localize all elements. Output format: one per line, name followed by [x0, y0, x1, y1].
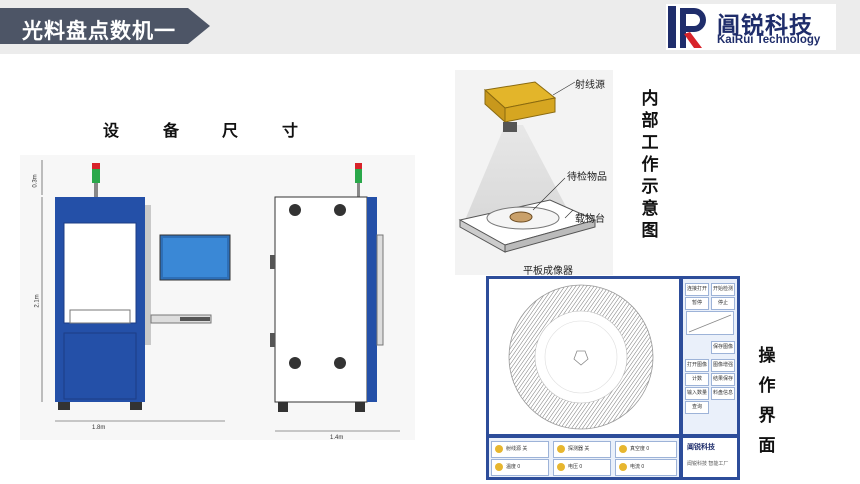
detector-label: 平板成像器	[523, 266, 573, 277]
stop-button[interactable]: 停止	[711, 297, 735, 310]
reel-xray-image	[508, 284, 654, 430]
histogram-curve-icon	[688, 314, 732, 333]
status-dot-icon	[495, 444, 503, 453]
equipment-drawing	[20, 155, 415, 440]
interface-footer-text: 阊锐科技 智能工厂	[687, 461, 729, 467]
save-result-button[interactable]: 结果保存	[711, 373, 735, 386]
internal-diagram	[455, 70, 613, 275]
status-dot-icon	[495, 462, 503, 471]
company-logo	[666, 4, 836, 50]
reel-info-button[interactable]: 料盘信息	[711, 387, 735, 400]
logo-name-en: KaiRui Technology	[717, 34, 821, 46]
operation-interface: 连接打开 开始检测 暂停 停止 保存图像 打开图像 图像增强 计数 结果保存 输…	[486, 276, 740, 480]
input-qty-button[interactable]: 输入数量	[685, 387, 709, 400]
front-width-label: 1.8m	[92, 425, 106, 431]
internal-heading-char: 工	[641, 133, 659, 152]
status-bar: 射线源 关 探测器 关 真空度 0 温度 0 电压 0 电流 0	[489, 438, 679, 477]
interface-logo-text: 阊锐科技	[687, 444, 715, 451]
dimensions-heading-char: 寸	[282, 123, 299, 140]
status-item: 电压 0	[553, 459, 611, 476]
logo-name-cn: 阊锐科技	[717, 12, 813, 38]
operation-heading-char: 操	[758, 346, 776, 365]
inspection-image-viewport	[489, 279, 679, 434]
enhance-button[interactable]: 图像增强	[711, 359, 735, 372]
dimensions-heading-char: 设	[103, 123, 120, 140]
status-item: 温度 0	[491, 459, 549, 476]
start-button[interactable]: 开始检测	[711, 283, 735, 296]
status-dot-icon	[557, 462, 565, 471]
dimensions-heading-char: 尺	[222, 123, 239, 140]
status-item: 射线源 关	[491, 441, 549, 458]
internal-heading-char: 作	[641, 155, 659, 174]
status-item: 真空度 0	[615, 441, 677, 458]
internal-heading-char: 部	[641, 111, 659, 130]
histogram-preview	[686, 311, 734, 335]
operation-heading-char: 界	[758, 406, 776, 425]
operation-heading-char: 面	[758, 436, 776, 455]
top-label: 0.3m	[32, 174, 39, 188]
inspected-object-label: 待检物品	[567, 172, 607, 183]
stage-label: 载物台	[575, 214, 605, 225]
kairui-logo-icon	[668, 6, 706, 48]
open-image-button[interactable]: 打开图像	[685, 359, 709, 372]
internal-heading-char: 内	[641, 89, 659, 108]
operation-heading: 操 作 界 面	[757, 345, 777, 457]
status-dot-icon	[619, 444, 627, 453]
connect-button[interactable]: 连接打开	[685, 283, 709, 296]
dimensions-heading-char: 备	[163, 123, 180, 140]
status-dot-icon	[619, 462, 627, 471]
slide-title: 光料盘点数机一	[22, 20, 176, 43]
operation-heading-char: 作	[758, 376, 776, 395]
side-width-label: 1.4m	[330, 435, 344, 441]
internal-heading: 内 部 工 作 示 意 图	[640, 88, 660, 242]
status-item: 探测器 关	[553, 441, 611, 458]
query-button[interactable]: 查询	[685, 401, 709, 414]
count-button[interactable]: 计数	[685, 373, 709, 386]
title-banner	[0, 8, 210, 44]
control-panel: 连接打开 开始检测 暂停 停止 保存图像 打开图像 图像增强 计数 结果保存 输…	[683, 279, 737, 434]
internal-heading-char: 意	[641, 199, 659, 218]
interface-logo-area: 阊锐科技 阊锐科技 智能工厂	[683, 438, 737, 477]
status-item: 电流 0	[615, 459, 677, 476]
status-dot-icon	[557, 444, 565, 453]
internal-heading-char: 示	[641, 177, 659, 196]
internal-heading-char: 图	[641, 221, 659, 240]
save-image-button[interactable]: 保存图像	[711, 341, 735, 354]
height-label: 2.1m	[34, 294, 41, 308]
xray-source-label: 射线源	[575, 80, 605, 91]
pause-button[interactable]: 暂停	[685, 297, 709, 310]
